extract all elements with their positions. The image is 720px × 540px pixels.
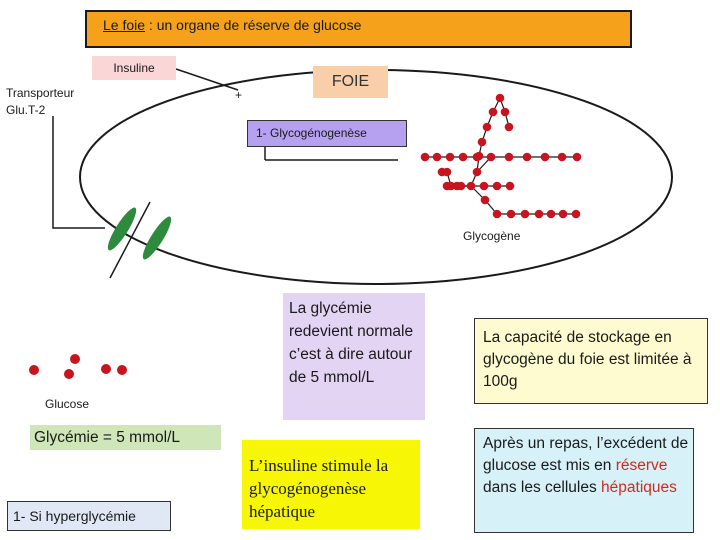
transporter-half-right <box>139 214 176 263</box>
glycogen-glucose-unit <box>493 182 502 191</box>
glycogen-molecule <box>421 94 582 219</box>
glucose-dot <box>64 369 74 379</box>
glycogen-glucose-unit <box>446 153 455 162</box>
glycogen-glucose-unit <box>483 123 492 132</box>
hepatiques-word: hépatiques <box>601 479 677 496</box>
reserve-word: réserve <box>616 457 668 474</box>
insulin-arrow-line <box>176 69 238 90</box>
liver-cell-membrane <box>80 70 672 284</box>
title-text: : un organe de réserve de glucose <box>145 17 361 33</box>
glycogen-glucose-unit <box>443 182 452 191</box>
glycogen-glucose-unit <box>558 153 567 162</box>
transporter-pathway-line <box>53 116 105 228</box>
glycogen-glucose-unit <box>505 153 514 162</box>
glycogen-glucose-unit <box>505 123 514 132</box>
glut2-transporter <box>104 202 176 278</box>
glycogen-glucose-unit <box>547 210 556 219</box>
insuline-stimule-box: L’insuline stimule la glycogénogenèse hé… <box>242 440 420 529</box>
glucose-dot <box>101 364 111 374</box>
transporter-label-line2: Glu.T-2 <box>6 103 45 117</box>
glycogen-glucose-unit <box>535 210 544 219</box>
glycogen-glucose-unit <box>480 182 489 191</box>
glycogen-glucose-unit <box>478 138 487 147</box>
glycogen-glucose-unit <box>521 210 530 219</box>
glycogen-glucose-unit <box>481 196 490 205</box>
glycogen-glucose-unit <box>559 210 568 219</box>
glycogen-glucose-unit <box>496 94 505 103</box>
glycogen-glucose-unit <box>572 210 581 219</box>
apres-repas-box: Après un repas, l’excédent de glucose es… <box>474 428 694 533</box>
glycogen-glucose-unit <box>506 182 515 191</box>
hyperglycemie-box: 1- Si hyperglycémie <box>7 501 171 531</box>
glycogen-glucose-unit <box>493 210 502 219</box>
insulin-label: Insuline <box>92 56 176 80</box>
glycogen-glucose-unit <box>541 153 550 162</box>
glycogene-label: Glycogène <box>463 229 520 243</box>
glucose-molecules <box>29 354 127 379</box>
glycogen-glucose-unit <box>487 153 496 162</box>
glycogen-glucose-unit <box>459 153 468 162</box>
glycogen-glucose-unit <box>438 168 447 177</box>
plus-sign: + <box>235 88 242 102</box>
glycemie-value-box: Glycémie = 5 mmol/L <box>30 425 221 450</box>
glycogen-glucose-unit <box>473 168 482 177</box>
transporter-half-left <box>104 205 141 254</box>
glycogen-glucose-unit <box>501 108 510 117</box>
glycogen-glucose-unit <box>453 182 462 191</box>
foie-label: FOIE <box>313 66 388 98</box>
glucose-dot <box>29 365 39 375</box>
transporter-label-line1: Transporteur <box>6 86 74 100</box>
title-banner: Le foie : un organe de réserve de glucos… <box>85 10 632 48</box>
glycogen-glucose-unit <box>421 153 430 162</box>
glycogen-glucose-unit <box>507 210 516 219</box>
glycogen-glucose-unit <box>573 153 582 162</box>
glycogen-glucose-unit <box>523 153 532 162</box>
glycogen-glucose-unit <box>433 153 442 162</box>
capacite-stockage-box: La capacité de stockage en glycogène du … <box>474 318 708 404</box>
glycogen-glucose-unit <box>489 108 498 117</box>
glycemie-normale-box: La glycémie redevient normale c’est à di… <box>283 293 425 420</box>
glucose-dot <box>117 365 127 375</box>
glycogenogenese-box: 1- Glycogénogenèse <box>247 120 407 147</box>
glycogen-glucose-unit <box>467 182 476 191</box>
glucose-label: Glucose <box>45 397 89 411</box>
glycogen-glucose-unit <box>473 153 482 162</box>
title-keyword: Le foie <box>103 17 145 33</box>
glucose-dot <box>70 354 80 364</box>
apres-repas-text-2: dans les cellules <box>483 479 601 496</box>
